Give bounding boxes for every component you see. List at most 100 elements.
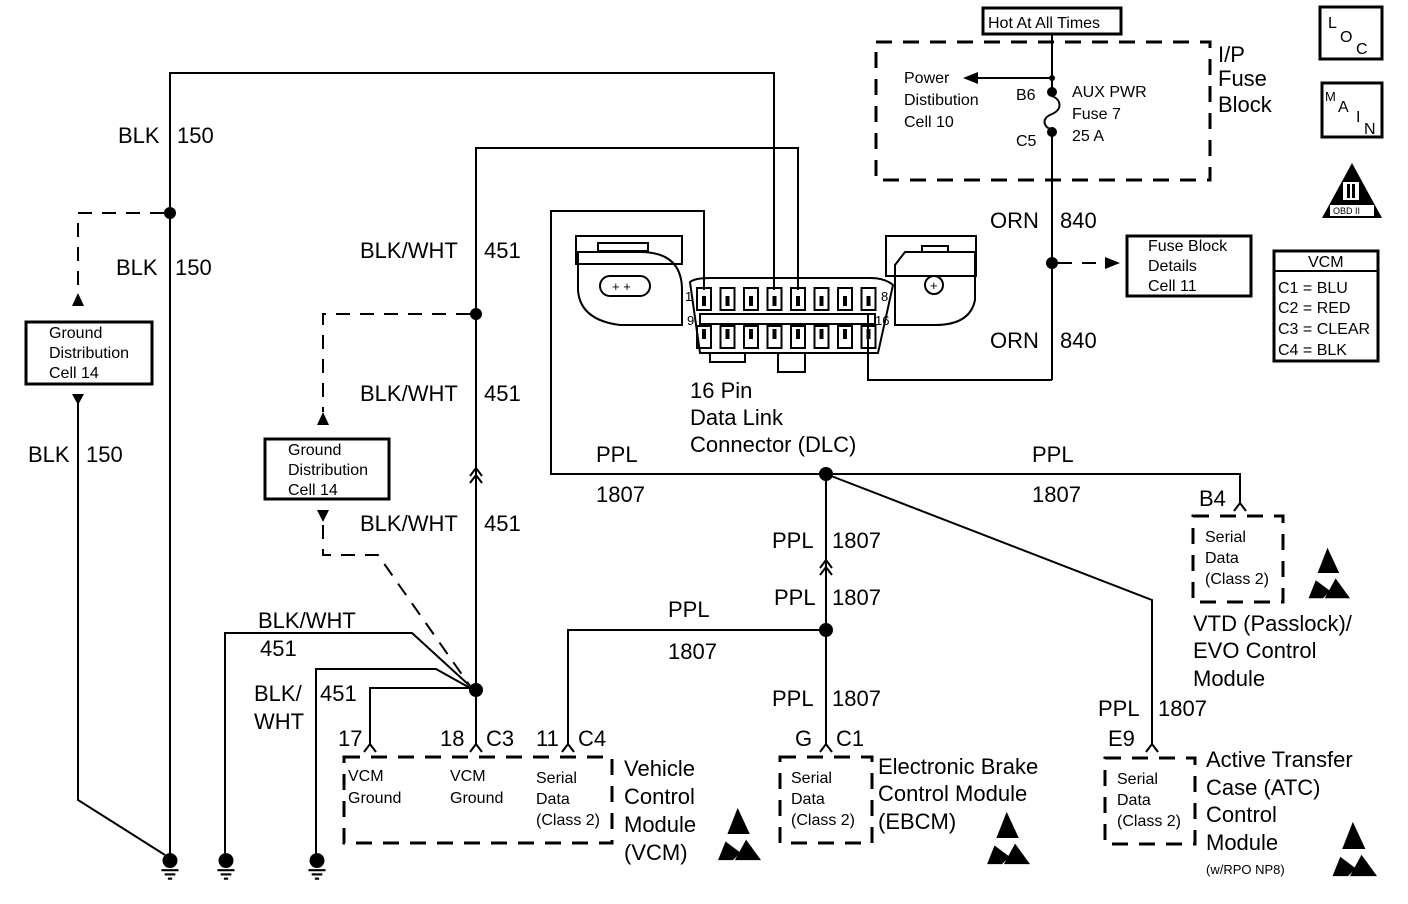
svg-text:L: L	[1328, 15, 1337, 32]
module-name: Control	[1206, 802, 1277, 827]
module-name: EVO Control	[1193, 638, 1317, 663]
module-name: Control	[624, 784, 695, 809]
dlc-label: Data Link	[690, 405, 784, 430]
loc-badge: L O C	[1318, 5, 1384, 61]
wire-color-label: PPL	[1098, 696, 1140, 721]
svg-text:M: M	[1325, 89, 1336, 104]
wire-blk-wht-451	[475, 147, 799, 690]
legend-title: VCM	[1308, 254, 1344, 271]
pin-label: B4	[1199, 486, 1226, 511]
svg-text:N: N	[1364, 121, 1376, 138]
fuse-block-title-1: I/P	[1218, 42, 1245, 67]
dlc-pin-cavity	[837, 325, 853, 349]
module-name: VTD (Passlock)/	[1193, 611, 1353, 636]
ground-distribution-ref-1[interactable]: Ground Distribution Cell 14	[24, 320, 154, 386]
dlc-pin-cavity	[696, 325, 712, 349]
wire-color-label: PPL	[772, 686, 814, 711]
ref-label: Cell 11	[1148, 278, 1197, 295]
svg-text:C: C	[1356, 41, 1368, 58]
wire-number-label: 451	[484, 381, 521, 406]
wire-color-label: BLK/	[254, 681, 303, 706]
module-name: (VCM)	[624, 840, 688, 865]
arrow-down-icon	[72, 394, 84, 405]
wire-number-label: 840	[1060, 328, 1097, 353]
wire-color-label: BLK/WHT	[258, 608, 356, 633]
fuse-block-details-box[interactable]: Fuse Block Details Cell 11	[1125, 234, 1253, 298]
fuse-block-title-3: Block	[1218, 92, 1273, 117]
vcm-module[interactable]: 17 18 C3 11 C4 VCM Ground VCM Ground Ser…	[338, 726, 614, 845]
dlc-pin-cavity	[766, 325, 783, 349]
arrow-up-icon	[72, 293, 84, 306]
module-name: Module	[1193, 666, 1265, 691]
ref-label: Fuse Block	[1148, 238, 1228, 255]
esd-warning-icon	[1308, 547, 1350, 599]
ground-distribution-ref-2[interactable]: Ground Distribution Cell 14	[263, 437, 391, 501]
esd-warning-icon	[718, 807, 761, 861]
module-name: Electronic Brake	[878, 754, 1038, 779]
dlc-pin-cavity	[837, 287, 853, 311]
inline-connector-icon	[819, 558, 833, 576]
hot-at-all-times-box: Hot At All Times	[981, 6, 1123, 36]
vcm-connector-legend: VCM C1 = BLU C2 = RED C3 = CLEAR C4 = BL…	[1272, 249, 1380, 363]
fuse-icon	[1043, 95, 1061, 131]
pin-label: B6	[1016, 87, 1036, 104]
wire-number-label: 1807	[596, 482, 645, 507]
module-name: Case (ATC)	[1206, 775, 1321, 800]
dlc-label: 16 Pin	[690, 378, 752, 403]
svg-text:Cell 14: Cell 14	[288, 482, 338, 499]
pin-label: 9	[687, 313, 694, 328]
atc-module[interactable]: E9 Serial Data (Class 2)	[1103, 726, 1197, 846]
wire-color-label: PPL	[668, 597, 710, 622]
svg-text:(Class 2): (Class 2)	[791, 812, 855, 829]
wire-number-label: 1807	[668, 639, 717, 664]
ip-fuse-block: I/P Fuse Block Power Distibution Cell 10…	[874, 40, 1273, 182]
svg-text:O: O	[1340, 29, 1352, 46]
svg-text:Serial: Serial	[791, 770, 832, 787]
ground-icon	[307, 852, 327, 880]
wire-number-label: 451	[484, 511, 521, 536]
dlc-pin-cavity	[743, 325, 759, 349]
power-dist-label: Cell 10	[904, 114, 954, 131]
wire-color-label: BLK	[116, 255, 158, 280]
fuse-label: AUX PWR	[1072, 84, 1147, 101]
arrow-right-icon	[1105, 257, 1120, 269]
obd2-badge-icon: OBD II	[1322, 163, 1382, 218]
svg-text:VCM: VCM	[450, 768, 486, 785]
module-note: (w/RPO NP8)	[1206, 862, 1285, 877]
power-dist-label: Power	[904, 70, 950, 87]
wire-color-label: PPL	[774, 585, 816, 610]
pin-label: C5	[1016, 133, 1037, 150]
module-name: Module	[1206, 830, 1278, 855]
dlc-connector[interactable]: + + + 1 8 9 16	[575, 235, 977, 373]
dlc-pin-cavity	[860, 325, 877, 349]
wire-color-label: PPL	[1032, 442, 1074, 467]
svg-text:A: A	[1338, 99, 1349, 116]
svg-text:I: I	[1356, 109, 1360, 126]
vtd-module[interactable]: B4 Serial Data (Class 2)	[1191, 486, 1285, 604]
module-name: Active Transfer	[1206, 747, 1353, 772]
wire-color-label: ORN	[990, 208, 1039, 233]
pin-label: 17	[338, 726, 362, 751]
wire-number-label: 1807	[832, 686, 881, 711]
svg-text:Serial: Serial	[1117, 771, 1158, 788]
splice-orn	[1046, 257, 1058, 269]
ebcm-module[interactable]: G C1 Serial Data (Class 2)	[778, 726, 874, 845]
svg-text:Ground: Ground	[288, 442, 341, 459]
wire-number-label: 840	[1060, 208, 1097, 233]
svg-text:Data: Data	[791, 791, 825, 808]
ref-label: Details	[1148, 258, 1197, 275]
wire-ppl-1807	[550, 210, 1241, 505]
svg-text:+ +: + +	[612, 279, 631, 294]
module-name: (EBCM)	[878, 809, 956, 834]
dlc-pin-cavity	[813, 325, 830, 349]
arrow-up-icon	[317, 412, 329, 425]
wire-number-label: 150	[175, 255, 212, 280]
dlc-pin-cavity	[719, 287, 736, 311]
svg-text:Serial: Serial	[536, 770, 577, 787]
svg-text:(Class 2): (Class 2)	[1117, 813, 1181, 830]
pin-label: E9	[1108, 726, 1135, 751]
wire-number-label: 451	[320, 681, 357, 706]
svg-text:Ground: Ground	[49, 325, 102, 342]
pin-b6	[1047, 87, 1057, 97]
